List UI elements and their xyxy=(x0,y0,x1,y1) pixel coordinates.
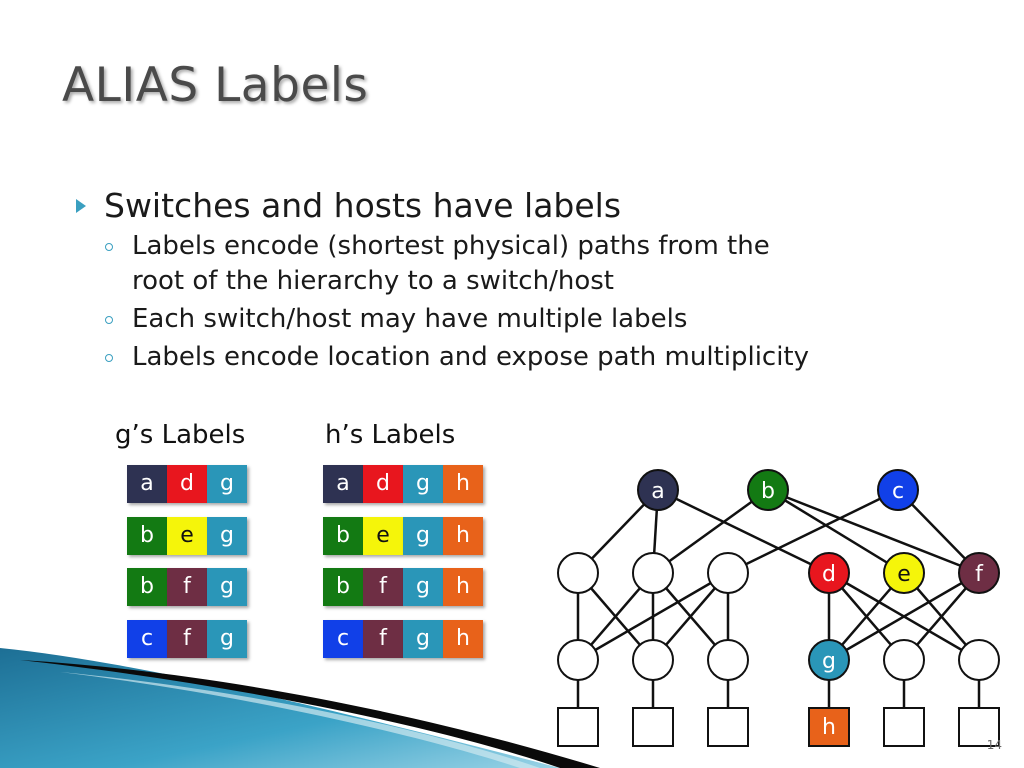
switch-e xyxy=(883,552,925,594)
slide-title: ALIAS Labels xyxy=(62,58,369,113)
label-cell: g xyxy=(207,620,247,658)
switch-d xyxy=(808,552,850,594)
g-label-row: c f g xyxy=(127,620,247,658)
label-cell: e xyxy=(363,517,403,555)
switch-g-label: g xyxy=(822,649,836,674)
switch-d-label: d xyxy=(822,562,836,587)
topology-links xyxy=(576,488,981,708)
switch-f xyxy=(958,552,1000,594)
label-cell: g xyxy=(403,465,443,503)
label-cell: f xyxy=(363,620,403,658)
page-number: 14 xyxy=(986,738,1002,752)
host-node xyxy=(632,707,674,747)
sub-bullet-text: Labels encode location and expose path m… xyxy=(132,342,810,372)
label-cell: d xyxy=(167,465,207,503)
switch-b-label: b xyxy=(761,479,775,504)
switch-node xyxy=(632,552,674,594)
sub-bullet: Each switch/host may have multiple label… xyxy=(105,302,992,337)
host-h-label: h xyxy=(822,715,836,740)
sub-bullet-list: Labels encode (shortest physical) paths … xyxy=(72,229,992,375)
switch-node xyxy=(707,639,749,681)
label-cell: a xyxy=(127,465,167,503)
label-cell: b xyxy=(323,517,363,555)
bullet-list: Switches and hosts have labels Labels en… xyxy=(72,186,992,375)
sub-bullet-circle-icon xyxy=(105,243,113,251)
label-cell: b xyxy=(323,568,363,606)
switch-node xyxy=(707,552,749,594)
label-cell: f xyxy=(167,620,207,658)
h-label-row: c f g h xyxy=(323,620,483,658)
bullet-main-text: Switches and hosts have labels xyxy=(104,186,622,225)
label-cell: b xyxy=(127,517,167,555)
switch-e-label: e xyxy=(897,562,911,587)
sub-bullet-text: Each switch/host may have multiple label… xyxy=(132,304,688,334)
switch-node xyxy=(958,639,1000,681)
label-cell: e xyxy=(167,517,207,555)
switch-node xyxy=(557,639,599,681)
label-cell: h xyxy=(443,517,483,555)
label-cell: g xyxy=(403,620,443,658)
host-node xyxy=(958,707,1000,747)
label-cell: c xyxy=(127,620,167,658)
h-label-row: b f g h xyxy=(323,568,483,606)
label-cell: g xyxy=(207,517,247,555)
g-label-row: b f g xyxy=(127,568,247,606)
h-labels-title: h’s Labels xyxy=(325,420,456,450)
bullet-main: Switches and hosts have labels xyxy=(72,186,992,226)
g-label-row: b e g xyxy=(127,517,247,555)
label-cell: g xyxy=(207,465,247,503)
label-cell: g xyxy=(403,568,443,606)
label-cell: h xyxy=(443,568,483,606)
switch-node xyxy=(883,639,925,681)
host-h xyxy=(808,707,850,747)
switch-a-label: a xyxy=(651,479,664,504)
switch-b xyxy=(747,469,789,511)
h-label-row: b e g h xyxy=(323,517,483,555)
label-cell: b xyxy=(127,568,167,606)
h-label-row: a d g h xyxy=(323,465,483,503)
switch-g xyxy=(808,639,850,681)
switch-f-label: f xyxy=(975,562,984,587)
label-cell: f xyxy=(363,568,403,606)
switch-a xyxy=(637,469,679,511)
label-cell: h xyxy=(443,465,483,503)
switch-c xyxy=(877,469,919,511)
host-node xyxy=(707,707,749,747)
g-label-row: a d g xyxy=(127,465,247,503)
sub-bullet-text-continued: root of the hierarchy to a switch/host xyxy=(132,266,614,296)
label-cell: a xyxy=(323,465,363,503)
label-cell: g xyxy=(207,568,247,606)
sub-bullet-text: Labels encode (shortest physical) paths … xyxy=(132,231,770,261)
g-labels-title: g’s Labels xyxy=(115,420,246,450)
sub-bullet: Labels encode (shortest physical) paths … xyxy=(105,229,992,299)
switch-node xyxy=(632,639,674,681)
label-cell: h xyxy=(443,620,483,658)
label-cell: d xyxy=(363,465,403,503)
sub-bullet-circle-icon xyxy=(105,354,113,362)
label-cell: g xyxy=(403,517,443,555)
bullet-arrow-icon xyxy=(76,199,86,213)
sub-bullet-circle-icon xyxy=(105,316,113,324)
label-cell: c xyxy=(323,620,363,658)
label-cell: f xyxy=(167,568,207,606)
sub-bullet: Labels encode location and expose path m… xyxy=(105,340,992,375)
switch-node xyxy=(557,552,599,594)
host-node xyxy=(557,707,599,747)
host-node xyxy=(883,707,925,747)
switch-c-label: c xyxy=(892,479,904,504)
